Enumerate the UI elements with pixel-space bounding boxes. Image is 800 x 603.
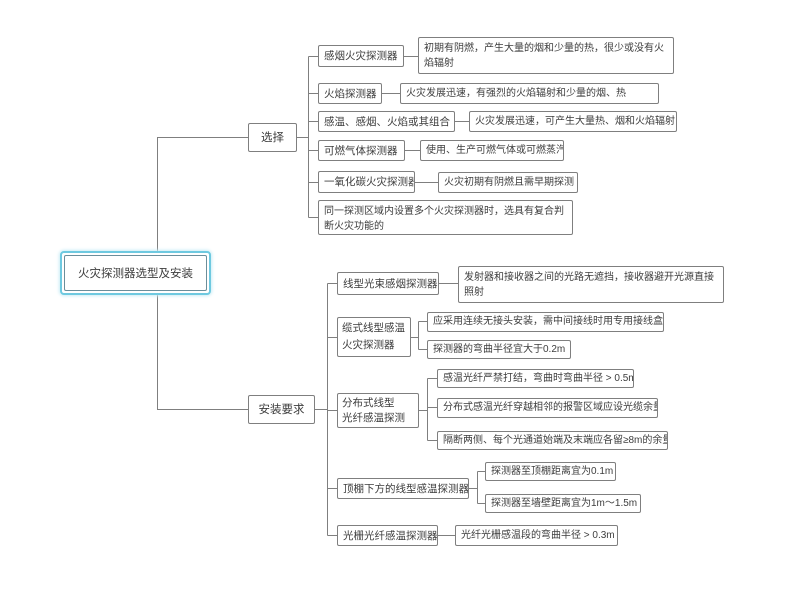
note-combustible-gas-detector[interactable]: 使用、生产可燃气体或可燃蒸汽 [420,140,564,161]
connector-installation-trunk [315,283,337,536]
connector-selection-notes [382,56,469,183]
root-node[interactable]: 火灾探测器选型及安装 [64,255,207,291]
connector-cable-detector-notes [411,321,427,350]
connector-distributed-fiber-notes [419,378,437,441]
root-node-selection-ring[interactable]: 火灾探测器选型及安装 [60,251,211,295]
node-smoke-fire-detector[interactable]: 感烟火灾探测器 [318,45,404,67]
note-distance-to-ceiling[interactable]: 探测器至顶棚距离宜为0.1m [485,462,616,481]
node-cable-linear-heat-detector[interactable]: 缆式线型感温 火灾探测器 [337,317,411,357]
node-flame-detector[interactable]: 火焰探测器 [318,83,382,104]
note-cable-detector-continuous-install[interactable]: 应采用连续无接头安装，需中间接线时用专用接线盒 [427,312,664,332]
node-combustible-gas-detector[interactable]: 可燃气体探测器 [318,140,405,161]
node-distributed-fiber-heat-detector[interactable]: 分布式线型 光纤感温探测器 [337,393,419,428]
note-carbon-monoxide-detector[interactable]: 火灾初期有阴燃且需早期探测 [438,172,578,193]
node-grating-fiber-heat-detector[interactable]: 光栅光纤感温探测器 [337,525,438,546]
connector-root-to-selection [157,137,248,251]
note-heat-smoke-flame-combination[interactable]: 火灾发展迅速，可产生大量热、烟和火焰辐射 [469,111,677,132]
branch-node-selection[interactable]: 选择 [248,123,297,152]
node-linear-heat-detector-below-ceiling[interactable]: 顶棚下方的线型感温探测器 [337,478,469,499]
note-smoke-fire-detector[interactable]: 初期有阴燃，产生大量的烟和少量的热，很少或没有火焰辐射 [418,37,674,74]
connector-selection-trunk [297,56,318,218]
note-fiber-crossing-alarm-zone[interactable]: 分布式感温光纤穿越相邻的报警区域应设光缆余量段 [437,398,658,418]
note-flame-detector[interactable]: 火灾发展迅速，有强烈的火焰辐射和少量的烟、热 [400,83,659,104]
note-fiber-no-knots[interactable]: 感温光纤严禁打结，弯曲时弯曲半径 > 0.5m [437,369,634,388]
node-linear-beam-smoke-detector[interactable]: 线型光束感烟探测器 [337,272,439,295]
node-carbon-monoxide-detector[interactable]: 一氧化碳火灾探测器 [318,171,415,193]
node-multiple-detectors-same-zone[interactable]: 同一探测区域内设置多个火灾探测器时，选具有复合判断火灾功能的 [318,200,573,235]
note-grating-fiber-bend-radius[interactable]: 光纤光栅感温段的弯曲半径 > 0.3m [455,525,618,546]
node-heat-smoke-flame-combination[interactable]: 感温、感烟、火焰或其组合 [318,111,455,132]
note-fiber-spare-length[interactable]: 隔断两侧、每个光通道始端及末端应各留≥8m的余量段 [437,431,668,450]
note-distance-to-wall[interactable]: 探测器至墙壁距离宜为1m～1.5m [485,494,641,513]
connector-ceiling-detector-notes [469,471,485,504]
branch-node-installation-requirements[interactable]: 安装要求 [248,395,315,424]
note-cable-detector-bend-radius[interactable]: 探测器的弯曲半径宜大于0.2m [427,340,571,359]
note-linear-beam-smoke-detector[interactable]: 发射器和接收器之间的光路无遮挡，接收器避开光源直接照射 [458,266,724,303]
connector-root-to-installation [157,295,248,410]
